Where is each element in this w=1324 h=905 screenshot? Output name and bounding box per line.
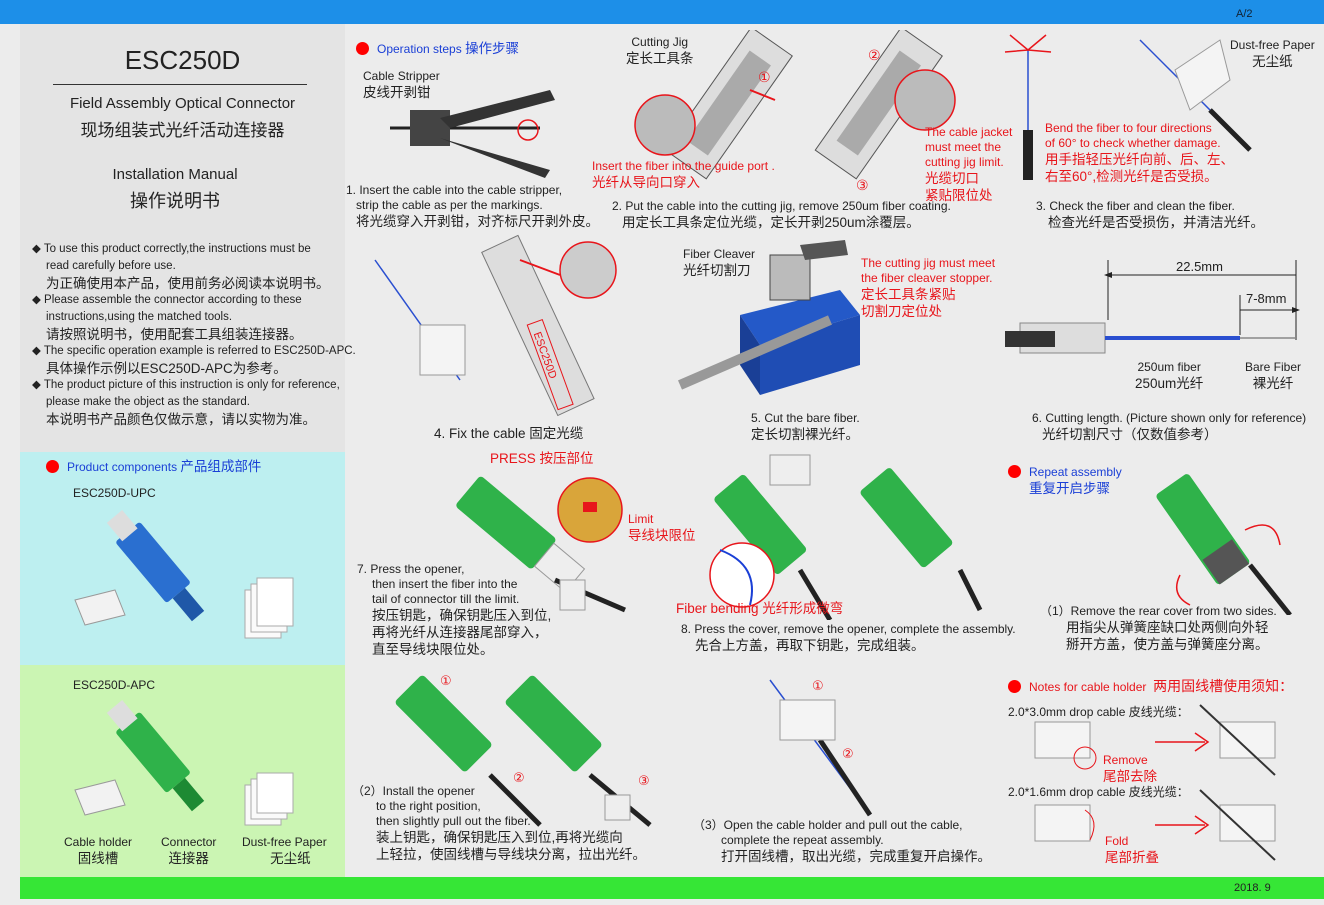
fiber-check-illustration (1004, 34, 1252, 180)
step3-text: 3. Check the fiber and clean the fiber.检… (1036, 199, 1264, 230)
bullet-icon (356, 42, 369, 55)
repeat-step1-text: （1）Remove the rear cover from two sides.… (1040, 604, 1277, 652)
press-cover-illustration (709, 454, 983, 620)
subtitle-cn: 现场组装式光纤活动连接器 (80, 121, 285, 140)
bottom-bar (20, 877, 1324, 899)
drop-cable-16: 2.0*1.6mm drop cable 皮线光缆： (1008, 785, 1189, 799)
repeat-step3-text: （3）Open the cable holder and pull out th… (693, 818, 991, 864)
step8-text: 8. Press the cover, remove the opener, c… (681, 622, 1016, 653)
press-opener-illustration (456, 476, 626, 613)
dimension-bare: 7-8mm (1246, 291, 1287, 306)
usage-notes: ◆ To use this product correctly,the inst… (32, 243, 356, 427)
open-cable-holder-illustration: ①② (769, 678, 873, 817)
svg-text:①: ① (812, 678, 824, 693)
step4-text: 4. Fix the cable 固定光缆 (434, 426, 584, 441)
step1-text: 1. Insert the cable into the cable strip… (346, 183, 599, 229)
step2-text: 2. Put the cable into the cutting jig, r… (612, 199, 951, 230)
dimension-total: 22.5mm (1176, 259, 1223, 274)
guide-port-note: Insert the fiber into the guide port .光纤… (592, 159, 775, 190)
step6-text: 6. Cutting length. (Picture shown only f… (1032, 411, 1307, 442)
fiber-cleaver-illustration (678, 240, 860, 395)
upc-components-illustration (74, 510, 294, 639)
cutting-jig-illustration: ① ② ③ (634, 30, 956, 193)
subtitle-en: Field Assembly Optical Connector (69, 95, 296, 112)
svg-text:③: ③ (638, 773, 650, 788)
svg-text:②: ② (868, 47, 881, 63)
upc-label: ESC250D-UPC (73, 486, 156, 500)
operation-heading: Operation steps 操作步骤 (356, 40, 519, 57)
svg-text:②: ② (513, 770, 525, 785)
manual-cn: 操作说明书 (130, 191, 220, 211)
title-divider (53, 84, 307, 85)
cutting-length-diagram (1005, 260, 1310, 354)
svg-text:①: ① (758, 69, 771, 85)
install-opener-illustration: ① ② ③ (395, 673, 652, 827)
apc-components-illustration (74, 700, 294, 826)
components-heading: Product components 产品组成部件 (46, 458, 261, 475)
step7-text: 7. Press the opener,then insert the fibe… (357, 562, 552, 657)
intro-panel (20, 24, 345, 452)
bullet-icon (1008, 680, 1021, 693)
top-bar (0, 0, 1324, 24)
drop-cable-30: 2.0*3.0mm drop cable 皮线光缆： (1008, 705, 1189, 719)
manual-en: Installation Manual (112, 166, 238, 183)
page-number: A/2 (1236, 8, 1253, 20)
apc-label: ESC250D-APC (73, 678, 156, 692)
cable-stripper-illustration (390, 90, 555, 178)
bullet-icon (46, 460, 59, 473)
svg-text:②: ② (842, 746, 854, 761)
svg-text:①: ① (440, 673, 452, 688)
fix-cable-illustration: ESC250D (374, 234, 617, 417)
product-title: ESC250D (124, 45, 241, 75)
bullet-icon (1008, 465, 1021, 478)
fiber-bending-label: Fiber bending 光纤形成微弯 (676, 601, 844, 616)
cable-holder-heading: Notes for cable holder 两用固线槽使用须知： (1008, 678, 1293, 695)
svg-text:③: ③ (856, 177, 869, 193)
remove-cover-illustration (1156, 474, 1292, 615)
date: 2018. 9 (1234, 882, 1271, 894)
step5-text: 5. Cut the bare fiber.定长切割裸光纤。 (751, 411, 860, 442)
components-upc-section (20, 452, 345, 665)
cable-holder-illustration (1034, 704, 1276, 861)
press-label: PRESS 按压部位 (490, 451, 594, 466)
